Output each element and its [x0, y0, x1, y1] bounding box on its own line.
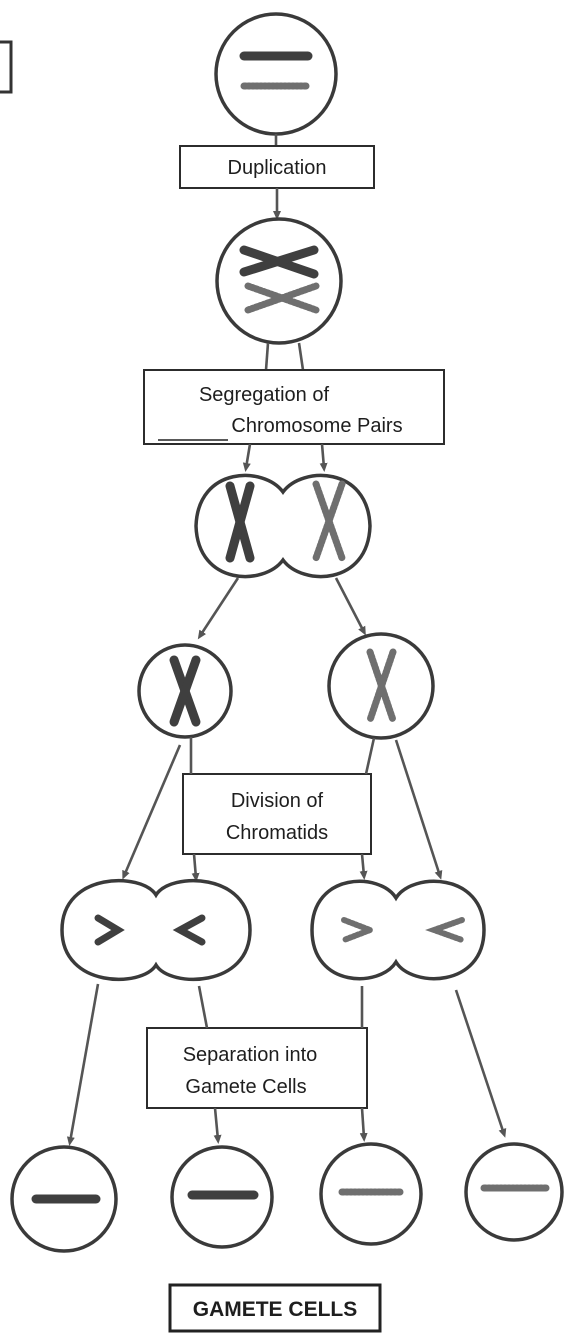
- arrow-to-daughter-cell-right: [336, 578, 364, 632]
- segregation-label-line2: Chromosome Pairs: [231, 415, 402, 437]
- arrow-to-gamete-4: [456, 990, 504, 1134]
- separation-box: Separation into Gamete Cells: [147, 1028, 367, 1108]
- arrow-to-gamete-precursor-2: [194, 854, 196, 878]
- parent-cell: [216, 14, 336, 134]
- arrow-to-dividing-cell-left: [246, 444, 250, 468]
- separation-label-line2: Gamete Cells: [185, 1076, 306, 1098]
- gamete-cell-3: [321, 1144, 421, 1244]
- connector-line: [266, 343, 268, 370]
- arrow-to-daughter-cell-left: [200, 578, 238, 636]
- gamete-cell-4: [466, 1144, 562, 1240]
- segregation-box: Segregation of Chromosome Pairs: [144, 370, 444, 444]
- second-division-cell-left: [62, 881, 250, 980]
- arrow-to-dividing-cell-right: [322, 444, 324, 468]
- arrow-to-gamete-precursor-4: [396, 740, 440, 876]
- arrow-to-gamete-1: [70, 984, 98, 1142]
- arrow-to-gamete-precursor-3: [362, 854, 364, 876]
- gamete-cells-title: GAMETE CELLS: [170, 1285, 380, 1331]
- duplication-label: Duplication: [228, 157, 327, 179]
- division-label-line1: Division of: [231, 790, 324, 812]
- duplicated-cell: [217, 219, 341, 343]
- corner-bracket: [0, 42, 11, 92]
- connector-line: [299, 343, 303, 370]
- gamete-cell-1: [12, 1147, 116, 1251]
- daughter-cell-left: [139, 645, 231, 737]
- division-box: Division of Chromatids: [183, 774, 371, 854]
- arrow-to-gamete-3: [362, 1108, 364, 1138]
- division-label-line2: Chromatids: [226, 822, 328, 844]
- daughter-cell-right: [329, 634, 433, 738]
- separation-label-line1: Separation into: [183, 1044, 318, 1066]
- segregation-label-line1: Segregation of: [199, 384, 330, 406]
- gamete-cell-2: [172, 1147, 272, 1247]
- arrow-to-gamete-2: [215, 1108, 218, 1140]
- second-division-cell-right: [312, 881, 484, 978]
- arrow-to-gamete-precursor-1: [124, 745, 180, 876]
- duplication-box: Duplication: [180, 146, 374, 188]
- connector-line: [199, 986, 207, 1028]
- dividing-cell: [196, 475, 370, 576]
- gamete-cells-label: GAMETE CELLS: [193, 1298, 358, 1321]
- connector-line: [366, 738, 374, 774]
